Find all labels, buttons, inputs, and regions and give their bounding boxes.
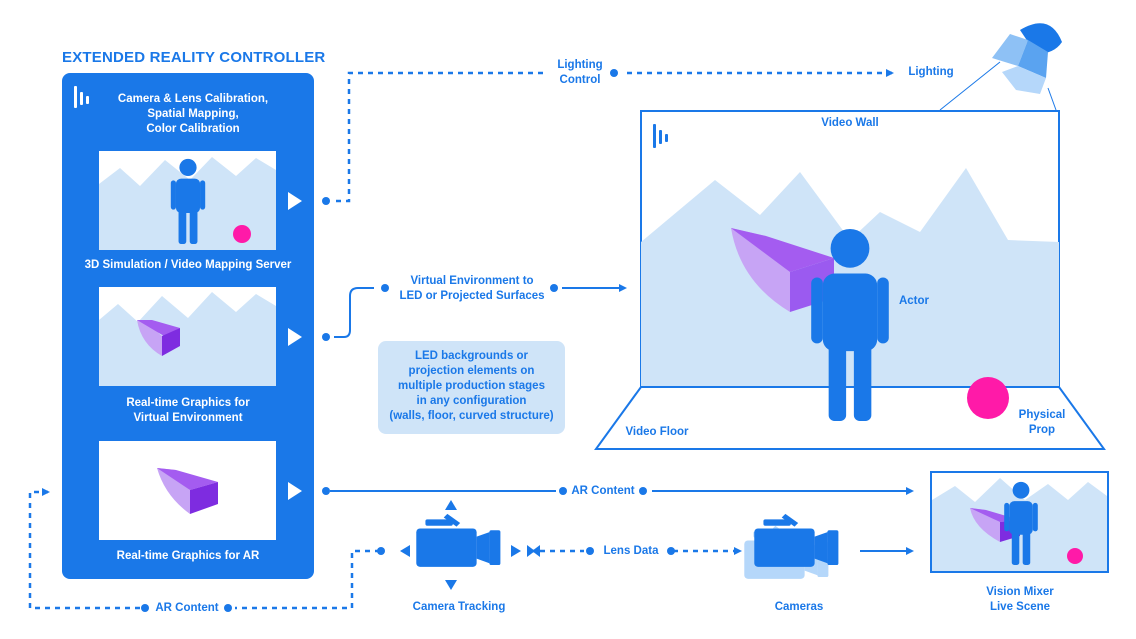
lighting-control-label: Lighting Control [540,58,620,88]
lighting-control-line: Control [559,74,601,86]
calibration-line: Camera & Lens Calibration, [117,93,269,105]
panel1-label: 3D Simulation / Video Mapping Server [84,259,292,271]
panel2-label-line: Virtual Environment [133,412,243,424]
panel-3d-simulation [99,151,276,250]
camera-tracking-icon [400,500,521,590]
connector-dots [141,69,675,612]
ar-content-label: AR Content [571,485,635,497]
curved-structure [157,468,190,514]
ar-content-loop-label: AR Content [155,602,219,614]
connectors-solid [330,284,914,555]
connectors-dashed [28,69,894,610]
lighting-control-line: Lighting [557,59,603,71]
physical-prop-ball [967,377,1009,419]
virtual-environment-line: Virtual Environment to [410,275,534,287]
prop-ball [233,225,251,243]
panel2-label: Real-time Graphics for Virtual Environme… [62,396,314,426]
arrow-right-icon [527,545,535,557]
play-arrow-icon [288,482,302,500]
panel3-label: Real-time Graphics for AR [116,550,260,562]
calibration-label: Camera & Lens Calibration, Spatial Mappi… [98,92,288,137]
cameras-label: Cameras [774,601,824,613]
virtual-environment-line: LED or Projected Surfaces [399,290,545,302]
lighting-label: Lighting [908,66,954,78]
note-line: (walls, floor, curved structure) [389,410,554,422]
lens-data-label: Lens Data [603,545,659,557]
arrow-left-icon [532,545,540,557]
controller-title: EXTENDED REALITY CONTROLLER [62,49,326,66]
vision-mixer-line: Live Scene [989,601,1051,613]
physical-prop-label: Physical Prop [1010,408,1074,438]
calibration-line: Spatial Mapping, [147,108,239,120]
led-info-note: LED backgrounds or projection elements o… [378,341,565,434]
play-arrow-icon [288,328,302,346]
physical-prop-line: Physical [1018,409,1066,421]
controller-logo-icon [74,86,89,108]
lighting-fixture-icon [939,23,1062,111]
panel-virtual-environment [99,287,276,386]
video-wall-logo-icon [653,124,668,148]
actor-label: Actor [898,295,930,307]
vision-mixer-screen [930,471,1109,573]
note-line: multiple production stages [398,380,545,392]
curved-structure [137,320,162,356]
note-line: LED backgrounds or [414,350,529,362]
panel2-label-line: Real-time Graphics for [126,397,250,409]
virtual-environment-label: Virtual Environment to LED or Projected … [392,274,552,304]
camera-tracking-label: Camera Tracking [412,601,506,613]
panel-ar-graphics [99,441,276,540]
video-floor-label: Video Floor [625,426,689,438]
play-arrow-icon [288,192,302,210]
physical-prop-line: Prop [1028,424,1056,436]
vision-mixer-line: Vision Mixer [986,586,1054,598]
note-line: projection elements on [408,365,535,377]
cameras-icon [744,513,839,579]
calibration-line: Color Calibration [146,123,240,135]
video-wall-label: Video Wall [821,117,879,129]
note-line: in any configuration [416,395,527,407]
vision-mixer-label: Vision Mixer Live Scene [968,585,1072,615]
